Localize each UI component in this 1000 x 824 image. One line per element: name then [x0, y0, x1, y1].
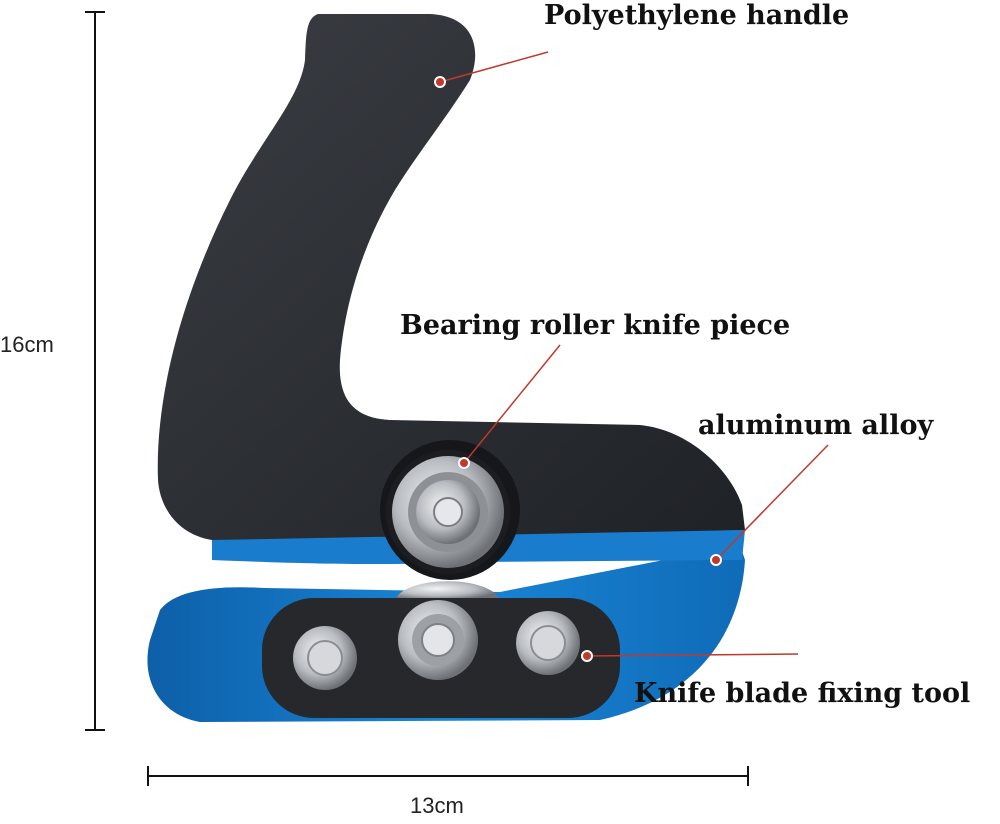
bolt-right [516, 611, 580, 675]
label-polyethylene-handle: Polyethylene handle [544, 0, 849, 31]
bolt-center [398, 600, 478, 680]
width-dimension: 13cm [147, 766, 749, 818]
label-bearing-roller: Bearing roller knife piece [400, 310, 790, 341]
handle-body [157, 14, 745, 540]
leader-alloy [710, 444, 829, 566]
label-aluminum-alloy: aluminum alloy [698, 410, 934, 441]
label-knife-fixing-tool: Knife blade fixing tool [634, 678, 970, 709]
height-dimension-label: 16cm [0, 332, 54, 357]
leader-handle [434, 51, 549, 88]
bearing-roller [386, 450, 510, 574]
lower-roller [395, 581, 500, 600]
leader-fixing [581, 650, 799, 662]
width-dimension-label: 13cm [410, 793, 464, 818]
height-dimension: 16cm [0, 11, 105, 731]
leader-bearing [458, 344, 561, 469]
bolt-left [293, 626, 357, 690]
